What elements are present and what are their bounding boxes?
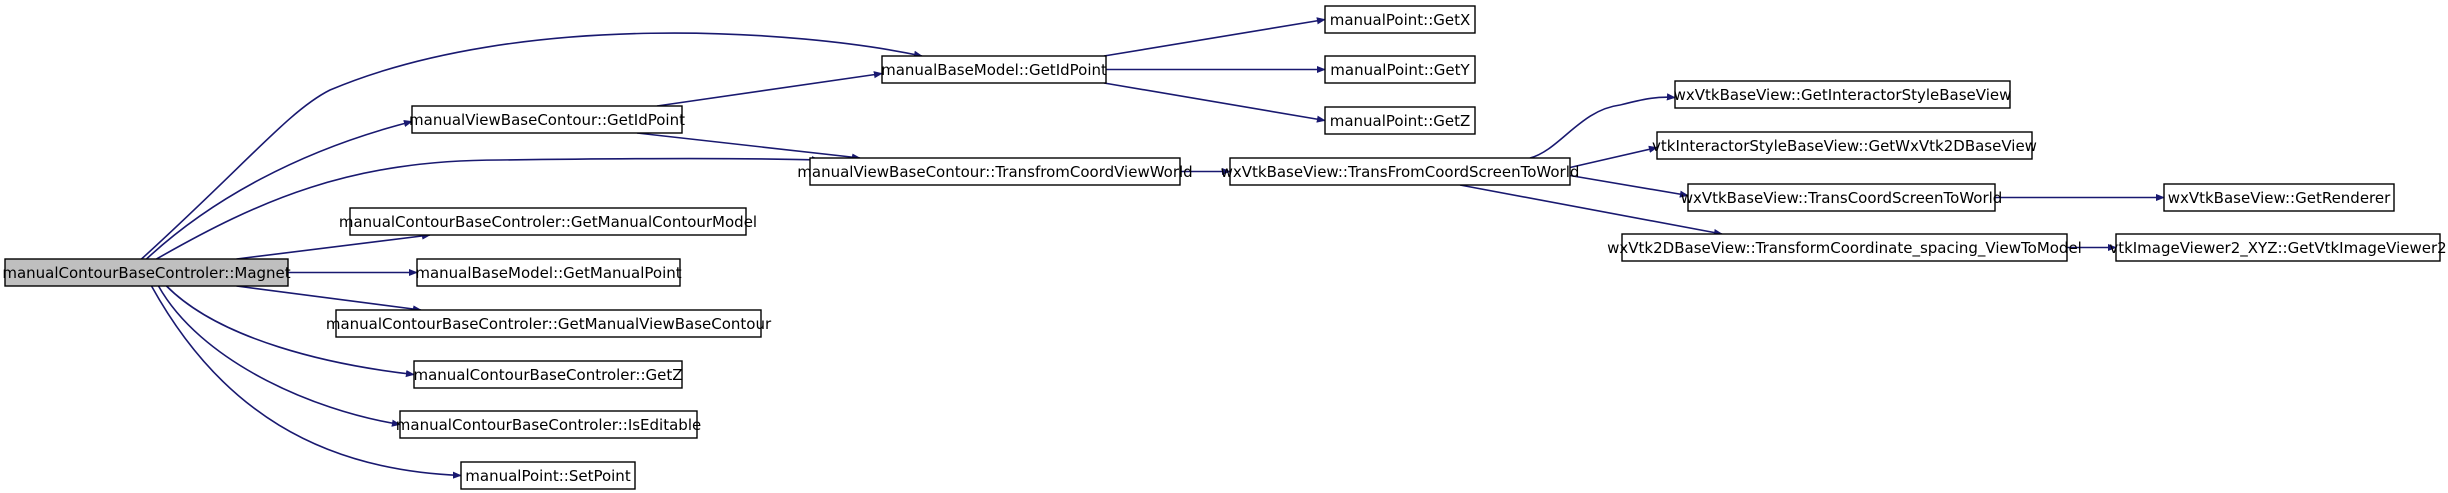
node-get-zcontroler[interactable]: manualContourBaseControler::GetZ <box>413 360 683 389</box>
edge-get-id-point-model-to-get-x <box>1103 17 1326 57</box>
edge-magnet-to-is-editable <box>157 285 401 427</box>
edge-trans-from-coord-screen-to-world-to-get-wx-vtk2-dbase-view <box>1569 145 1658 169</box>
node-box <box>881 55 1107 84</box>
edge-magnet-to-get-zcontroler <box>165 285 415 378</box>
edge-magnet-to-get-manual-view-base-contour <box>236 285 422 313</box>
node-label: manualPoint::SetPoint <box>465 467 631 485</box>
node-box <box>411 105 683 134</box>
node-box <box>335 309 762 338</box>
node-get-vtk-image-viewer2[interactable]: vtkImageViewer2_XYZ::GetVtkImageViewer2 <box>2109 233 2447 262</box>
node-box <box>1687 183 1996 212</box>
edge-magnet-to-set-point <box>150 285 462 479</box>
node-get-manual-contour-model[interactable]: manualContourBaseControler::GetManualCon… <box>339 207 757 236</box>
node-label: manualBaseModel::GetManualPoint <box>415 264 681 282</box>
node-box <box>809 157 1181 186</box>
nodes-layer: manualContourBaseControler::Magnetmanual… <box>2 5 2447 490</box>
node-transform-coordinate-spacing[interactable]: wxVtk2DBaseView::TransformCoordinate_spa… <box>1607 233 2082 262</box>
edge-get-id-point-contour-to-get-id-point-model <box>656 71 883 107</box>
node-box <box>4 258 289 287</box>
node-get-id-point-contour[interactable]: manualViewBaseContour::GetIdPoint <box>409 105 685 134</box>
node-label: manualContourBaseControler::GetZ <box>413 366 682 384</box>
node-label: manualContourBaseControler::IsEditable <box>396 416 701 434</box>
node-label: manualContourBaseControler::GetManualCon… <box>339 213 757 231</box>
node-label: wxVtkBaseView::TransFromCoordScreenToWor… <box>1221 163 1580 181</box>
node-set-point[interactable]: manualPoint::SetPoint <box>460 461 636 490</box>
edge-magnet-to-get-id-point-contour <box>145 120 413 260</box>
node-box <box>1674 80 2011 109</box>
node-label: manualBaseModel::GetIdPoint <box>881 61 1107 79</box>
node-get-interactor-style-base-view[interactable]: wxVtkBaseView::GetInteractorStyleBaseVie… <box>1674 80 2012 109</box>
node-box <box>349 207 747 236</box>
node-get-manual-point[interactable]: manualBaseModel::GetManualPoint <box>415 258 682 287</box>
node-label: manualContourBaseControler::GetManualVie… <box>326 315 772 333</box>
edge-magnet-to-get-manual-contour-model <box>236 232 431 260</box>
node-get-wx-vtk2-dbase-view[interactable]: vtkInteractorStyleBaseView::GetWxVtk2DBa… <box>1652 131 2037 160</box>
node-label: wxVtkBaseView::TransCoordScreenToWorld <box>1681 189 2003 207</box>
node-get-y[interactable]: manualPoint::GetY <box>1324 55 1476 84</box>
node-get-zpoint[interactable]: manualPoint::GetZ <box>1324 106 1476 135</box>
node-box <box>1324 5 1476 34</box>
node-box <box>1229 157 1571 186</box>
node-box <box>2163 183 2395 212</box>
node-label: manualPoint::GetY <box>1330 61 1470 79</box>
node-get-manual-view-base-contour[interactable]: manualContourBaseControler::GetManualVie… <box>326 309 772 338</box>
node-box <box>2115 233 2441 262</box>
edges-layer <box>140 17 2165 479</box>
node-label: wxVtkBaseView::GetRenderer <box>2168 189 2391 207</box>
node-label: vtkImageViewer2_XYZ::GetVtkImageViewer2 <box>2109 239 2446 258</box>
edge-magnet-to-get-id-point-model <box>140 32 923 260</box>
node-label: manualPoint::GetX <box>1330 11 1471 29</box>
node-box <box>1656 131 2033 160</box>
node-is-editable[interactable]: manualContourBaseControler::IsEditable <box>396 410 701 439</box>
node-get-renderer[interactable]: wxVtkBaseView::GetRenderer <box>2163 183 2395 212</box>
node-label: wxVtk2DBaseView::TransformCoordinate_spa… <box>1607 239 2082 258</box>
node-get-id-point-model[interactable]: manualBaseModel::GetIdPoint <box>881 55 1107 84</box>
edge-trans-from-coord-screen-to-world-to-transform-coordinate-spacing <box>1459 184 1723 237</box>
edge-get-id-point-model-to-get-zpoint <box>1103 82 1326 123</box>
node-box <box>413 360 683 389</box>
edge-trans-from-coord-screen-to-world-to-trans-coord-screen-to-world <box>1569 174 1689 198</box>
node-label: manualViewBaseContour::TransfromCoordVie… <box>797 163 1192 181</box>
node-magnet[interactable]: manualContourBaseControler::Magnet <box>2 258 291 287</box>
node-transfrom-coord-view-world[interactable]: manualViewBaseContour::TransfromCoordVie… <box>797 157 1193 186</box>
node-trans-coord-screen-to-world[interactable]: wxVtkBaseView::TransCoordScreenToWorld <box>1681 183 2003 212</box>
node-label: vtkInteractorStyleBaseView::GetWxVtk2DBa… <box>1652 137 2037 155</box>
node-box <box>416 258 681 287</box>
node-trans-from-coord-screen-to-world[interactable]: wxVtkBaseView::TransFromCoordScreenToWor… <box>1221 157 1580 186</box>
node-label: manualPoint::GetZ <box>1330 112 1471 130</box>
edge-magnet-to-transfrom-coord-view-world <box>156 156 821 260</box>
node-label: manualContourBaseControler::Magnet <box>2 264 290 282</box>
node-box <box>1324 55 1476 84</box>
edge-trans-from-coord-screen-to-world-to-get-interactor-style-base-view <box>1529 93 1676 159</box>
node-box <box>399 410 698 439</box>
node-get-x[interactable]: manualPoint::GetX <box>1324 5 1476 34</box>
node-box <box>1621 233 2068 262</box>
node-label: manualViewBaseContour::GetIdPoint <box>409 111 685 129</box>
edge-get-id-point-contour-to-transfrom-coord-view-world <box>636 132 861 161</box>
node-label: wxVtkBaseView::GetInteractorStyleBaseVie… <box>1674 86 2012 104</box>
node-box <box>460 461 636 490</box>
node-box <box>1324 106 1476 135</box>
